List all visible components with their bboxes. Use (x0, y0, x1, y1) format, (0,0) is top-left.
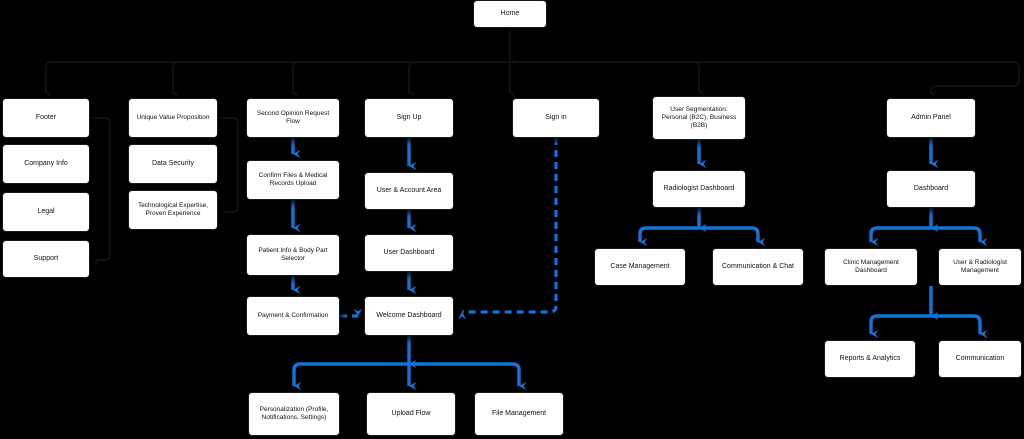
uvp-children-connectors (218, 116, 240, 214)
node-dashboard[interactable]: Dashboard (886, 170, 976, 208)
node-label-upload: Upload Flow (391, 409, 431, 417)
node-dsec[interactable]: Data Security (128, 144, 218, 184)
node-commadmin[interactable]: Communication (938, 340, 1022, 378)
node-filemgmt[interactable]: File Management (474, 392, 564, 436)
node-texp[interactable]: Technological Expertise, Proven Experien… (128, 190, 218, 230)
node-useg[interactable]: User Segmentation: Personal (B2C), Busin… (652, 96, 746, 140)
node-commchat[interactable]: Communication & Chat (712, 248, 804, 286)
home-fanout-connectors (44, 28, 1021, 98)
node-reports[interactable]: Reports & Analytics (824, 340, 916, 378)
usersegmentation-chain-connectors (638, 140, 766, 247)
node-label-useracct: User & Account Area (376, 186, 442, 194)
node-signin[interactable]: Sign in (512, 98, 600, 138)
node-label-commadmin: Communication (955, 354, 1005, 362)
node-label-commchat: Communication & Chat (722, 262, 794, 270)
node-label-useg: User Segmentation: Personal (B2C), Busin… (661, 105, 737, 130)
node-label-admin: Admin Panel (911, 113, 951, 121)
node-legal[interactable]: Legal (2, 192, 90, 232)
node-label-support: Support (33, 254, 59, 262)
node-label-signup: Sign Up (396, 113, 422, 121)
node-label-sorf: Second Opinion Request Flow (256, 109, 330, 125)
node-support[interactable]: Support (2, 240, 90, 278)
node-label-uvp: Unique Value Proposition (136, 113, 210, 121)
node-uvp[interactable]: Unique Value Proposition (128, 98, 218, 138)
signin-to-welcome-connector (457, 138, 558, 320)
node-useracct[interactable]: User & Account Area (364, 172, 454, 210)
node-label-welcome: Welcome Dashboard (376, 311, 442, 319)
node-label-radio: Radiologist Dashboard (663, 184, 735, 192)
node-payment[interactable]: Payment & Confirmation (246, 296, 340, 336)
node-label-casemgmt: Case Management (610, 262, 670, 270)
node-radio[interactable]: Radiologist Dashboard (652, 170, 746, 208)
node-upload[interactable]: Upload Flow (366, 392, 456, 436)
node-label-reports: Reports & Analytics (839, 354, 901, 362)
node-label-confirm: Confirm Files & Medical Records Upload (258, 171, 328, 187)
node-home[interactable]: Home (473, 0, 547, 28)
node-label-home: Home (500, 9, 520, 17)
node-label-clinicmgmt: Clinic Management Dashboard (843, 258, 899, 274)
node-userdash[interactable]: User Dashboard (364, 234, 454, 272)
node-casemgmt[interactable]: Case Management (594, 248, 686, 286)
node-label-filemgmt: File Management (491, 409, 547, 417)
node-label-userdash: User Dashboard (383, 248, 435, 256)
node-label-dsec: Data Security (151, 159, 195, 167)
node-admin[interactable]: Admin Panel (886, 98, 976, 138)
node-clinicmgmt[interactable]: Clinic Management Dashboard (824, 248, 918, 286)
node-label-persona: Personalization (Profile, Notifications,… (259, 405, 329, 421)
node-label-cinfo: Company Info (24, 159, 68, 167)
admin-chain-connectors (869, 138, 988, 339)
node-label-texp: Technological Expertise, Proven Experien… (137, 201, 209, 217)
node-label-userradmgmt: User & Radiologist Management (953, 258, 1007, 274)
node-cinfo[interactable]: Company Info (2, 144, 90, 184)
node-patinfo[interactable]: Patient Info & Body Part Selector (246, 234, 340, 276)
node-signup[interactable]: Sign Up (364, 98, 454, 138)
node-sorf[interactable]: Second Opinion Request Flow (246, 98, 340, 138)
node-label-payment: Payment & Confirmation (257, 311, 329, 319)
node-label-dashboard: Dashboard (913, 184, 949, 192)
node-label-footer: Footer (35, 113, 57, 121)
node-label-legal: Legal (37, 207, 55, 215)
node-welcome[interactable]: Welcome Dashboard (364, 296, 454, 336)
welcome-fanout-connectors (292, 336, 527, 391)
node-footer[interactable]: Footer (2, 98, 90, 138)
node-userradmgmt[interactable]: User & Radiologist Management (938, 248, 1022, 286)
node-label-signin: Sign in (545, 113, 567, 121)
node-persona[interactable]: Personalization (Profile, Notifications,… (248, 392, 340, 436)
node-confirm[interactable]: Confirm Files & Medical Records Upload (246, 160, 340, 200)
footer-children-connectors (90, 116, 112, 266)
node-label-patinfo: Patient Info & Body Part Selector (258, 246, 328, 262)
